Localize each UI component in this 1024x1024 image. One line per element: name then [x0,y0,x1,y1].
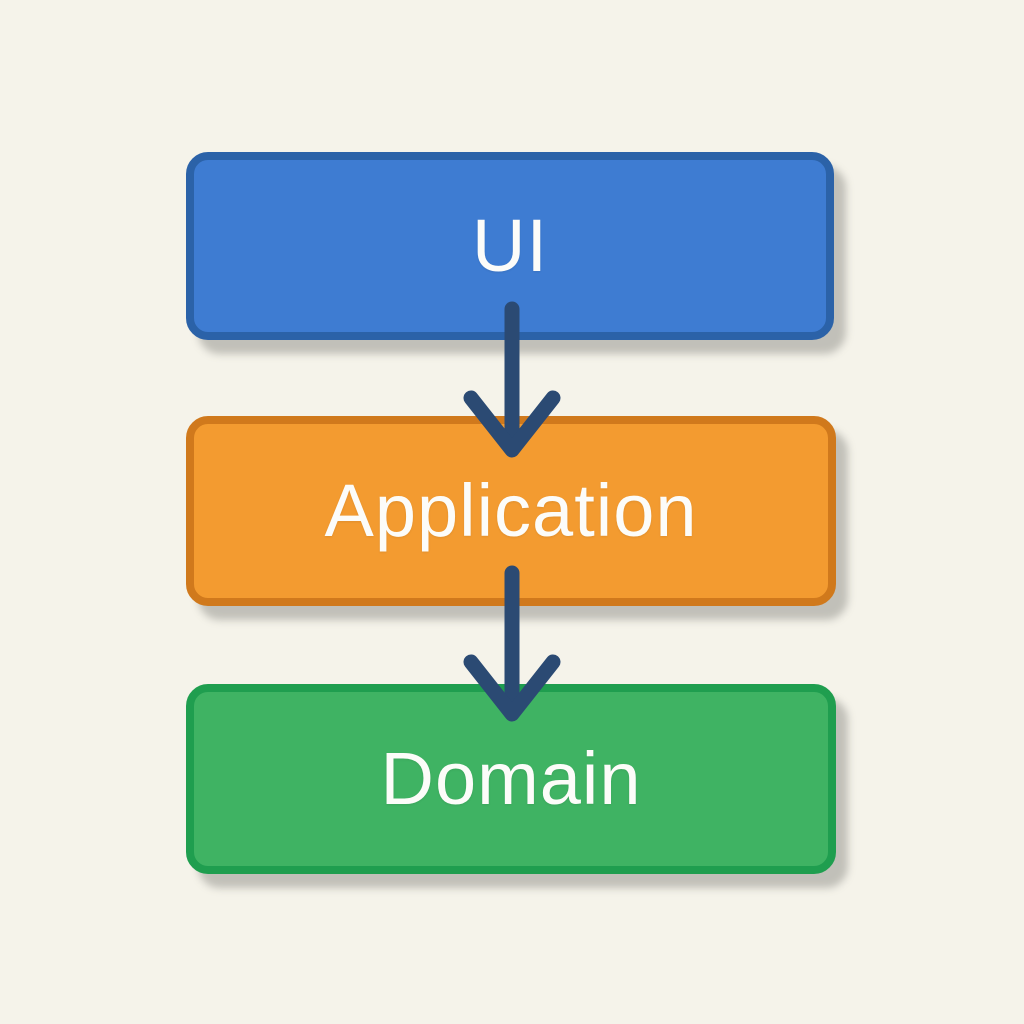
node-domain-label: Domain [380,737,642,820]
node-application-layer: Application [186,416,836,606]
node-ui-layer: UI [186,152,834,340]
node-domain-layer: Domain [186,684,836,874]
node-application-label: Application [324,469,698,552]
node-ui-label: UI [472,204,548,287]
